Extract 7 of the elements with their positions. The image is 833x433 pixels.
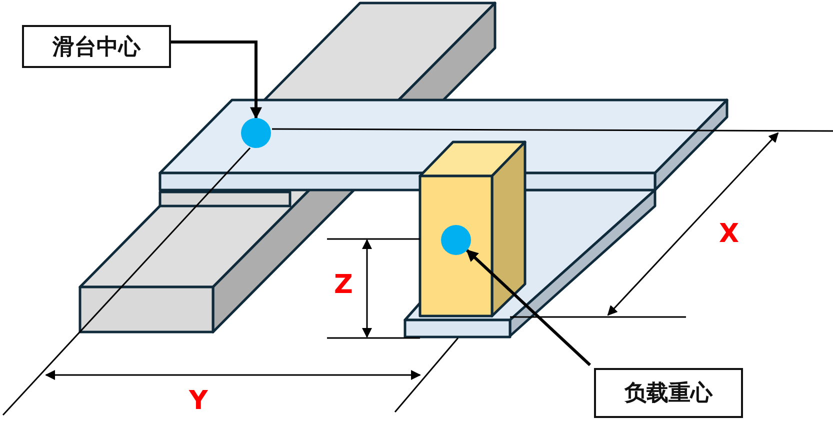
dimension-label: X	[719, 221, 740, 247]
callout-box: 负载重心	[594, 368, 743, 418]
callout-box: 滑台中心	[22, 25, 171, 68]
dimension-label: Y	[189, 388, 208, 414]
leader-arrow	[466, 249, 592, 366]
leader-arrow	[171, 40, 262, 120]
dimension-label: Z	[334, 272, 353, 298]
